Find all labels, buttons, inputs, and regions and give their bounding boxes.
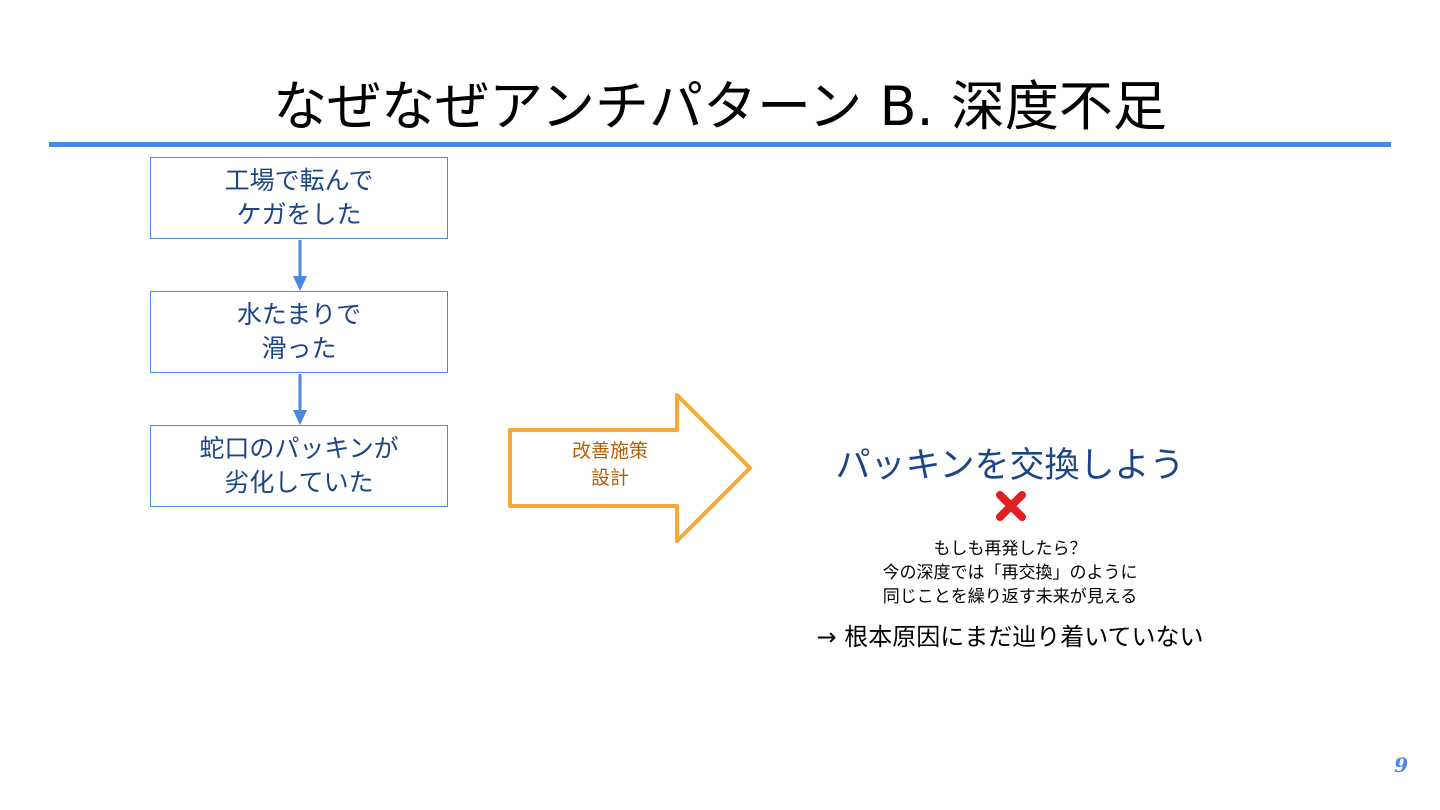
page-number: 9 [1394,753,1408,777]
arrow-label: 改善施策 設計 [548,438,672,492]
down-arrow-connector [293,374,307,425]
slide-title: なぜなぜアンチパターン B. 深度不足 [273,75,1167,138]
right-block-arrow-icon [508,393,752,543]
proposal-text: パッキンを交換しよう [835,446,1185,486]
conclusion-text: → 根本原因にまだ辿り着いていない [816,623,1204,651]
recurrence-note-line1: もしも再発したら？ [933,539,1087,559]
title-underline [49,142,1391,147]
flow-box-faucet-packing-line1: 蛇口のパッキンが [199,434,399,463]
arrow-label-line1: 改善施策 [571,440,648,462]
flow-box-puddle-line2: 滑った [261,334,337,363]
down-arrow-connector [293,240,307,291]
recurrence-note-line2: 今の深度では「再交換」のように [882,563,1138,583]
flow-box-injury-line1: 工場で転んで [224,166,374,195]
cross-mark-icon [996,491,1026,521]
flow-box-injury-line2: ケガをした [236,200,362,229]
recurrence-note: もしも再発したら？ 今の深度では「再交換」のように 同じことを繰り返す未来が見え… [790,537,1230,609]
flow-box-faucet-packing: 蛇口のパッキンが 劣化していた [150,425,448,507]
flow-box-injury: 工場で転んで ケガをした [150,157,448,239]
flow-box-faucet-packing-line2: 劣化していた [224,468,374,497]
flow-box-puddle: 水たまりで 滑った [150,291,448,373]
flow-box-puddle-line1: 水たまりで [236,300,362,329]
recurrence-note-line3: 同じことを繰り返す未来が見える [882,587,1138,607]
arrow-label-line2: 設計 [590,467,629,489]
